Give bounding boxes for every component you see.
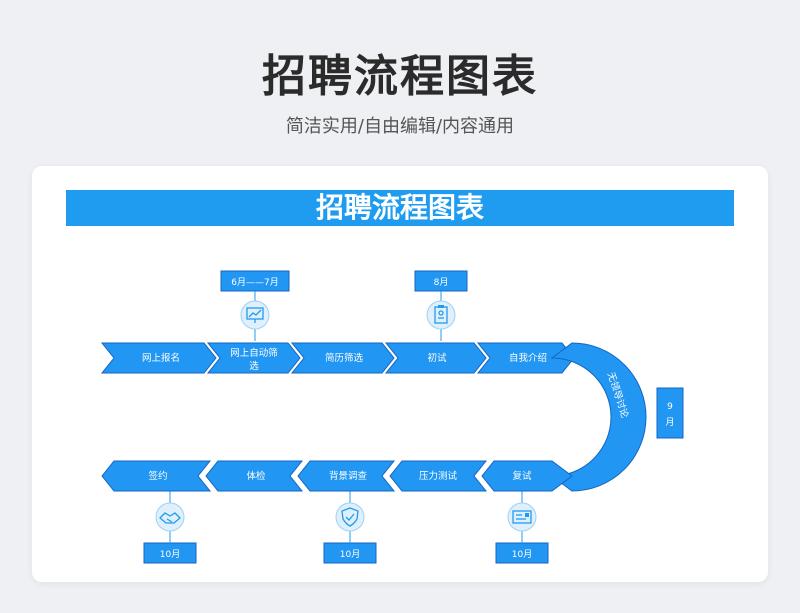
step-medical-exam: 体检 — [205, 460, 304, 492]
time-tag-sep-label-2: 月 — [665, 417, 674, 428]
handshake-icon — [155, 502, 185, 532]
time-tag-aug-label: 8月 — [434, 277, 449, 288]
time-tag-oct-2: 10月 — [323, 542, 377, 564]
step-stress-test: 压力测试 — [389, 460, 488, 492]
recruitment-flow-diagram: 6月——7月 8月 9 月 10月 10月 10月 — [100, 270, 684, 564]
step-resume-screening-label: 简历筛选 — [325, 352, 364, 364]
chart-board-icon — [240, 300, 270, 330]
step-auto-screening-label-1: 网上自动筛 — [230, 347, 278, 359]
time-tag-oct-2-label: 10月 — [340, 549, 360, 560]
id-card-icon — [507, 502, 537, 532]
diagram-card: 招聘流程图表 6月——7月 8月 9 月 10月 10月 10月 — [32, 166, 768, 582]
step-auto-screening-label-2: 选 — [249, 360, 259, 372]
step-self-introduction-label: 自我介绍 — [509, 352, 547, 364]
step-first-interview-label: 初试 — [427, 352, 447, 364]
banner-title: 招聘流程图表 — [66, 190, 734, 226]
time-tag-oct-3: 10月 — [495, 542, 549, 564]
step-second-interview-label: 复试 — [512, 470, 532, 482]
step-background-check: 背景调查 — [297, 460, 396, 492]
step-auto-screening: 网上自动筛 选 — [206, 342, 301, 374]
clipboard-icon — [426, 300, 456, 330]
time-tag-oct-3-label: 10月 — [512, 549, 532, 560]
step-stress-test-label: 压力测试 — [419, 470, 458, 482]
step-background-check-label: 背景调查 — [329, 470, 368, 482]
step-online-registration-label: 网上报名 — [142, 352, 180, 364]
time-tag-sep: 9 月 — [656, 387, 684, 439]
page-subtitle: 简洁实用/自由编辑/内容通用 — [285, 116, 515, 137]
step-sign-contract-label: 签约 — [148, 470, 167, 482]
step-self-introduction: 自我介绍 — [476, 342, 575, 374]
step-online-registration: 网上报名 — [100, 342, 217, 374]
step-resume-screening: 简历筛选 — [290, 342, 395, 374]
time-tag-aug: 8月 — [414, 270, 468, 292]
time-tag-sep-label-1: 9 — [667, 402, 673, 412]
step-first-interview: 初试 — [384, 342, 487, 374]
page-title: 招聘流程图表 — [262, 51, 538, 102]
time-tag-oct-1-label: 10月 — [160, 549, 180, 560]
step-medical-exam-label: 体检 — [246, 470, 266, 482]
step-leaderless-discussion: 无领导讨论 — [550, 342, 647, 492]
time-tag-jun-jul-label: 6月——7月 — [231, 277, 278, 288]
step-second-interview: 复试 — [481, 460, 573, 492]
time-tag-jun-jul: 6月——7月 — [220, 270, 290, 292]
step-sign-contract: 签约 — [101, 460, 212, 492]
time-tag-oct-1: 10月 — [143, 542, 197, 564]
shield-check-icon — [335, 502, 365, 532]
